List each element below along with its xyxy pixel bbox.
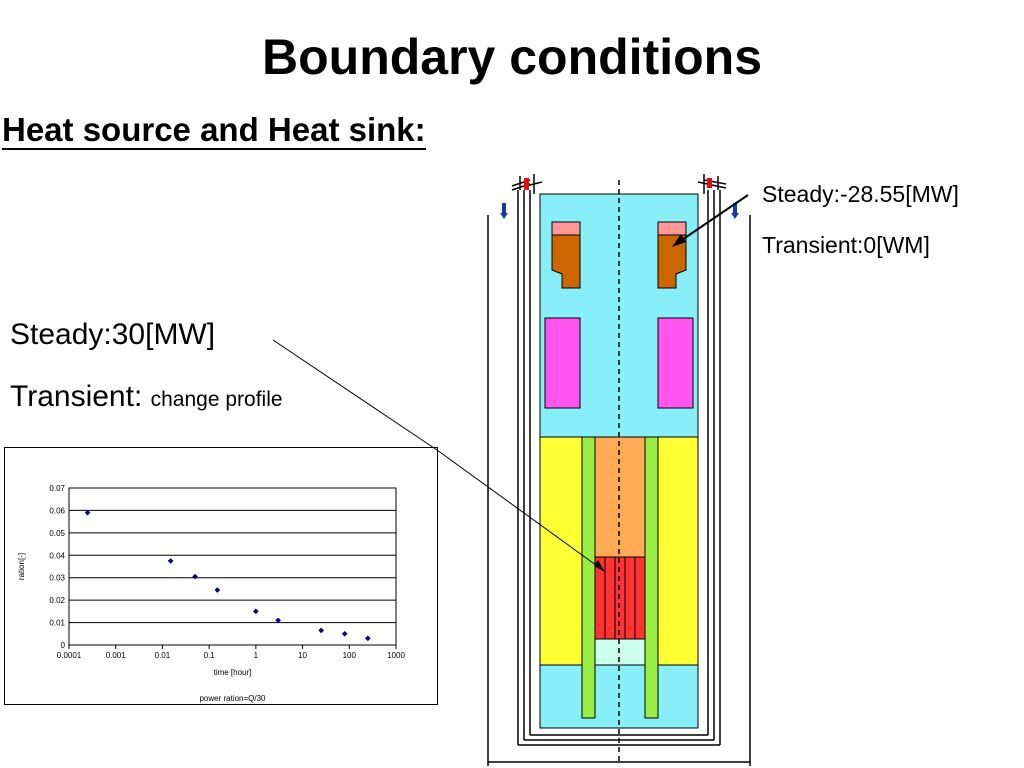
x-tick-label: 10 <box>298 651 307 660</box>
y-tick-label: 0.01 <box>49 619 65 628</box>
x-tick-label: 0.01 <box>155 651 171 660</box>
y-tick-label: 0 <box>61 641 66 650</box>
x-tick-label: 1000 <box>387 651 405 660</box>
data-point <box>253 608 259 615</box>
support-column-left <box>581 436 596 719</box>
y-tick-label: 0.03 <box>49 574 65 583</box>
lower-plug <box>594 638 646 666</box>
y-tick-label: 0.02 <box>49 596 65 605</box>
y-axis-label: ration[-] <box>17 553 26 580</box>
x-tick-label: 0.1 <box>204 651 216 660</box>
section-subtitle: Heat source and Heat sink: <box>2 111 426 150</box>
chart-caption: power ration=Q/30 <box>199 694 266 703</box>
x-tick-label: 100 <box>343 651 357 660</box>
x-axis-label: time [hour] <box>214 668 252 677</box>
fuel-channel-lines <box>604 557 636 639</box>
transient-detail: change profile <box>150 388 283 411</box>
page-title: Boundary conditions <box>262 29 762 85</box>
heat-sink-transient-label: Transient:0[WM] <box>762 232 930 258</box>
heat-exchanger-left <box>551 221 581 289</box>
heat-sink-arrowhead <box>672 234 686 247</box>
heat-source-transient-label: Transient: change profile <box>10 380 283 414</box>
magenta-block-left <box>544 317 581 409</box>
x-tick-label: 0.0001 <box>57 651 82 660</box>
y-tick-label: 0.04 <box>49 551 65 560</box>
outer-tank <box>487 215 751 766</box>
hx-body-right <box>657 234 687 289</box>
heat-sink-steady-label: Steady:-28.55[MW] <box>762 181 959 207</box>
y-tick-label: 0.07 <box>49 484 65 493</box>
x-tick-label: 1 <box>254 651 259 660</box>
heat-source-arrowhead <box>594 560 605 572</box>
y-tick-label: 0.06 <box>49 506 65 515</box>
data-point <box>365 635 371 642</box>
transient-prefix: Transient: <box>10 380 151 413</box>
x-tick-label: 0.001 <box>106 651 127 660</box>
hx-body-left <box>551 234 581 289</box>
red-flow-arrow-left <box>524 178 529 190</box>
heat-sink-leader-line <box>675 194 749 245</box>
power-ratio-chart-svg: 0 0.01 0.02 0.03 0.04 0.05 0.06 0.07 0.0001 0.001… <box>17 484 405 703</box>
support-column-right <box>644 436 659 719</box>
hx-cap-right <box>657 221 687 236</box>
plot-area <box>68 487 397 646</box>
heat-exchanger-right <box>657 221 687 289</box>
blue-flow-arrow-left <box>500 203 508 219</box>
power-ratio-chart: 0 0.01 0.02 0.03 0.04 0.05 0.06 0.07 0.0001 0.001… <box>4 447 438 705</box>
y-tick-label: 0.05 <box>49 529 65 538</box>
heat-source-leader-line <box>272 339 601 569</box>
heat-source-steady-label: Steady:30[MW] <box>10 318 216 351</box>
blue-flow-arrow-right <box>731 203 739 219</box>
magenta-block-right <box>657 317 694 409</box>
hx-cap-left <box>551 221 581 236</box>
red-flow-arrow-right <box>707 178 712 188</box>
upper-core <box>594 436 646 558</box>
